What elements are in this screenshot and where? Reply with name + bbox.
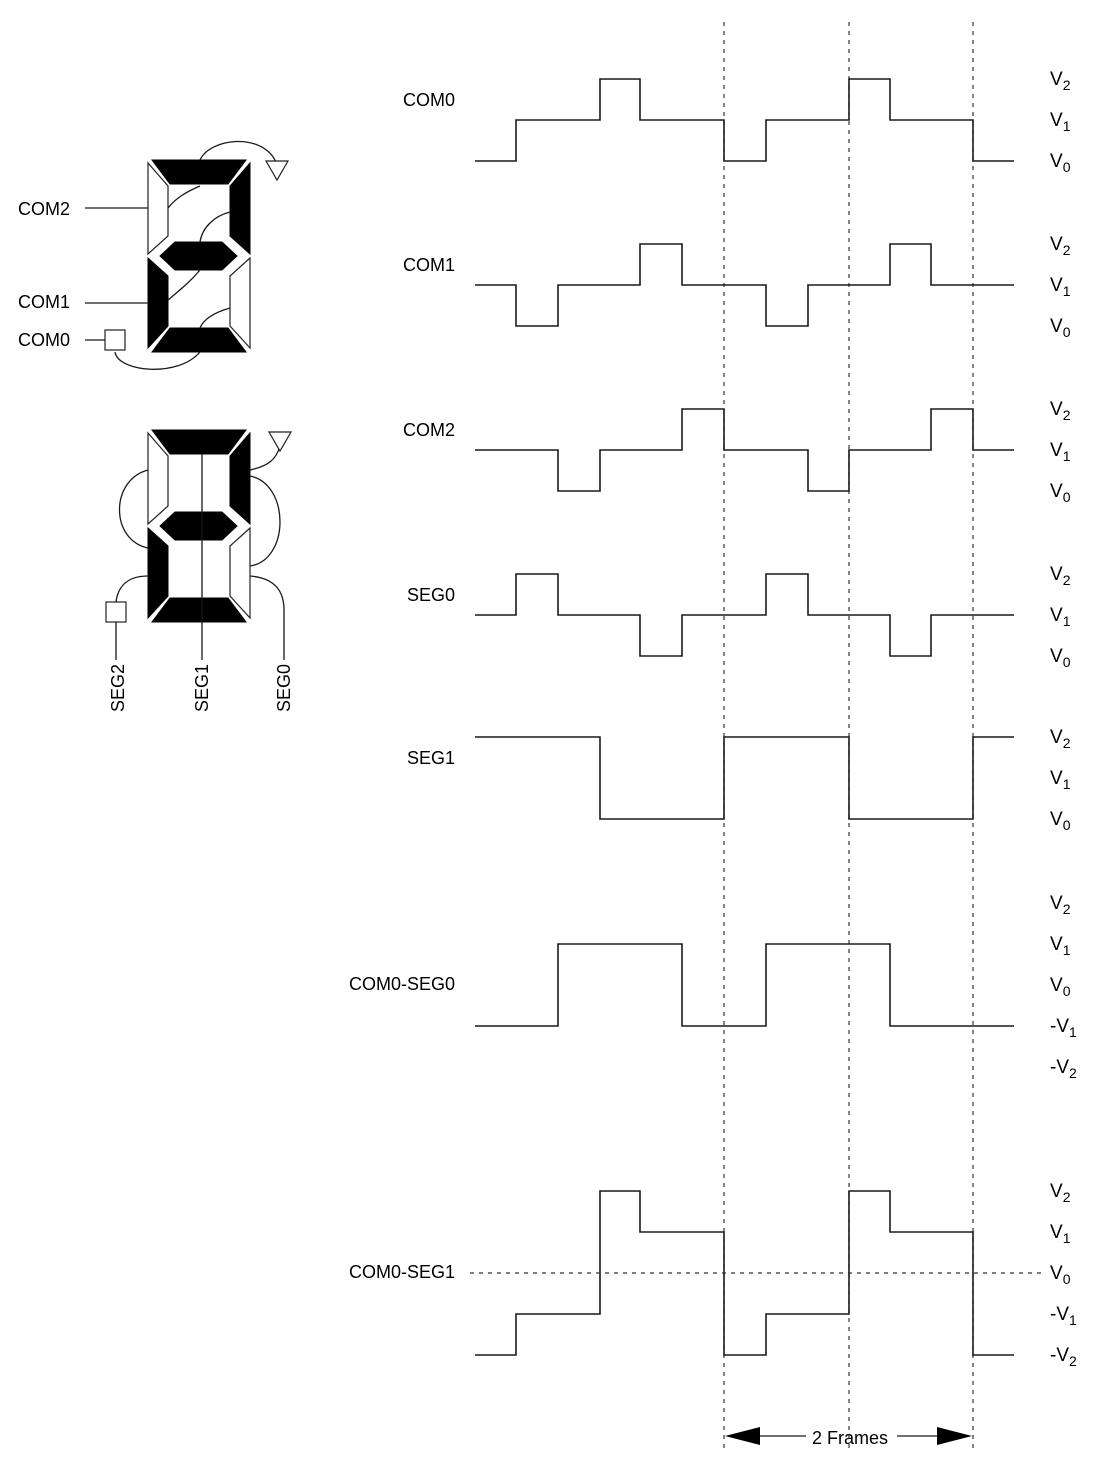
segment-g <box>159 241 238 271</box>
frames-dimension: 2 Frames <box>725 1427 972 1448</box>
timing-waveforms: COM0V2V1V0COM1V2V1V0COM2V2V1V0SEG0V2V1V0… <box>349 69 1077 1369</box>
segment-g2 <box>159 511 238 541</box>
level-label: V1 <box>1050 934 1071 958</box>
signal-label: COM2 <box>403 420 455 440</box>
level-label: V0 <box>1050 316 1071 340</box>
level-label: V2 <box>1050 399 1071 423</box>
level-label: V1 <box>1050 1222 1071 1246</box>
level-label: -V2 <box>1050 1345 1077 1369</box>
segment-e <box>147 256 169 350</box>
segment-c2 <box>229 526 251 620</box>
waveform-com0-seg1 <box>475 1190 1014 1356</box>
level-label: -V1 <box>1050 1016 1077 1040</box>
segment-b <box>229 161 251 256</box>
level-label: V1 <box>1050 605 1071 629</box>
terminal-triangle-top <box>264 160 290 182</box>
level-label: V2 <box>1050 727 1071 751</box>
waveform-com1 <box>475 243 1014 327</box>
arrow-right <box>937 1427 972 1445</box>
waveform-seg0 <box>475 573 1014 657</box>
frames-label: 2 Frames <box>812 1428 888 1448</box>
level-label: V2 <box>1050 564 1071 588</box>
level-label: V1 <box>1050 110 1071 134</box>
com0-terminal <box>104 329 126 351</box>
level-label: V0 <box>1050 646 1071 670</box>
level-label: V0 <box>1050 481 1071 505</box>
level-label: V1 <box>1050 275 1071 299</box>
digit-commons <box>85 140 290 370</box>
level-label: V2 <box>1050 234 1071 258</box>
waveform-com2 <box>475 408 1014 492</box>
signal-label: COM1 <box>403 255 455 275</box>
label-seg1: SEG1 <box>192 664 212 712</box>
terminal-triangle-bottom <box>267 431 293 453</box>
signal-label: SEG0 <box>407 585 455 605</box>
level-label: V2 <box>1050 893 1071 917</box>
signal-label: COM0-SEG1 <box>349 1262 455 1282</box>
label-seg2: SEG2 <box>108 664 128 712</box>
label-seg0: SEG0 <box>274 664 294 712</box>
label-com0: COM0 <box>18 330 70 350</box>
signal-label: COM0-SEG0 <box>349 974 455 994</box>
level-label: V1 <box>1050 768 1071 792</box>
waveform-com0-seg0 <box>475 943 1014 1027</box>
label-com1: COM1 <box>18 292 70 312</box>
segment-a <box>151 159 247 185</box>
level-label: -V2 <box>1050 1057 1077 1081</box>
arrow-left <box>725 1427 760 1445</box>
segment-f <box>147 161 169 256</box>
signal-label: COM0 <box>403 90 455 110</box>
segment-e2 <box>147 526 169 620</box>
digit-segments <box>105 429 293 660</box>
segment-a2 <box>151 429 247 455</box>
segment-f2 <box>147 431 169 526</box>
segment-d2 <box>151 597 247 623</box>
level-label: V0 <box>1050 151 1071 175</box>
segment-d <box>151 327 247 353</box>
segment-b2 <box>229 431 251 526</box>
level-label: -V1 <box>1050 1304 1077 1328</box>
segment-c <box>229 256 251 350</box>
waveform-com0 <box>475 78 1014 162</box>
level-label: V2 <box>1050 1181 1071 1205</box>
level-label: V0 <box>1050 1263 1071 1287</box>
label-com2: COM2 <box>18 199 70 219</box>
signal-label: SEG1 <box>407 748 455 768</box>
level-label: V0 <box>1050 809 1071 833</box>
seg2-terminal <box>105 601 127 623</box>
level-label: V1 <box>1050 440 1071 464</box>
waveform-seg1 <box>475 736 1014 820</box>
level-label: V2 <box>1050 69 1071 93</box>
level-label: V0 <box>1050 975 1071 999</box>
